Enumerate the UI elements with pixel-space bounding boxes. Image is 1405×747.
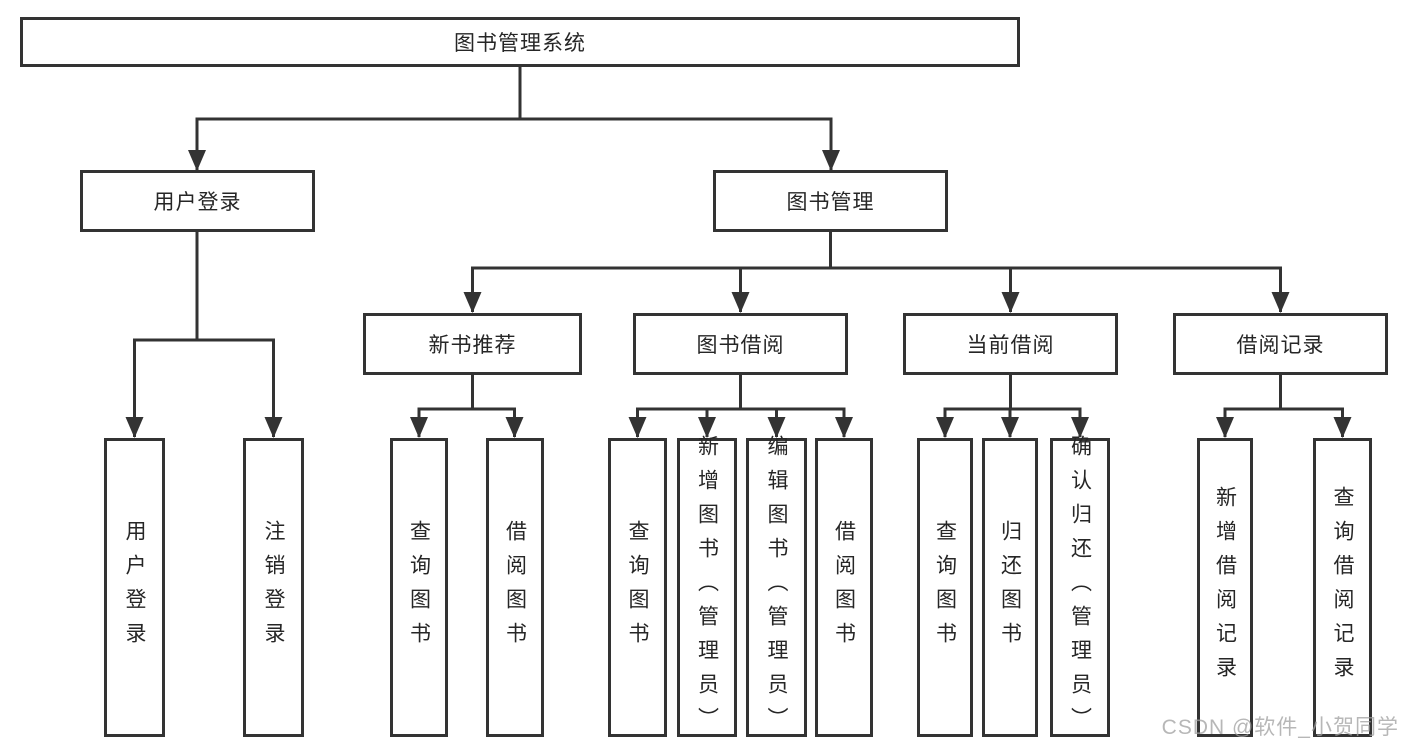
leaf-borrowing-edit-books-admin-label: 编辑图书（管理员） bbox=[765, 434, 788, 741]
leaf-newbook-query-books: 查询图书 bbox=[390, 438, 448, 737]
leaf-borrowing-borrow-books-label: 借阅图书 bbox=[832, 519, 856, 656]
node-borrowing-records-label: 借阅记录 bbox=[1236, 334, 1325, 357]
leaf-current-query-books-label: 查询图书 bbox=[933, 519, 957, 656]
node-book-management-label: 图书管理 bbox=[786, 191, 875, 214]
leaf-newbook-borrow-books-label: 借阅图书 bbox=[503, 519, 527, 656]
leaf-logout: 注销登录 bbox=[243, 438, 304, 737]
connector-paths bbox=[133, 67, 1344, 437]
leaf-current-return-books: 归还图书 bbox=[982, 438, 1038, 737]
leaf-logout-label: 注销登录 bbox=[262, 519, 285, 656]
watermark: CSDN @软件_小贺同学 bbox=[1161, 716, 1399, 739]
leaf-borrowing-query-books: 查询图书 bbox=[608, 438, 667, 737]
node-root: 图书管理系统 bbox=[20, 17, 1020, 67]
node-user-login-label: 用户登录 bbox=[153, 191, 242, 214]
leaf-newbook-query-books-label: 查询图书 bbox=[407, 519, 431, 656]
leaf-borrowing-edit-books-admin: 编辑图书（管理员） bbox=[746, 435, 807, 741]
leaf-records-query-record: 查询借阅记录 bbox=[1313, 438, 1372, 737]
leaf-current-confirm-return-admin: 确认归还（管理员） bbox=[1050, 435, 1110, 741]
leaf-records-add-record: 新增借阅记录 bbox=[1197, 438, 1253, 737]
leaf-records-query-record-label: 查询借阅记录 bbox=[1331, 485, 1354, 690]
leaf-records-add-record-label: 新增借阅记录 bbox=[1213, 485, 1237, 690]
node-user-login: 用户登录 bbox=[80, 170, 315, 232]
arrowhead-icons bbox=[125, 150, 1352, 438]
node-book-borrowing: 图书借阅 bbox=[633, 313, 848, 375]
node-new-book-recommend: 新书推荐 bbox=[363, 313, 582, 375]
leaf-borrowing-add-books-admin-label: 新增图书（管理员） bbox=[695, 434, 719, 741]
leaf-borrowing-add-books-admin: 新增图书（管理员） bbox=[677, 435, 737, 741]
node-borrowing-records: 借阅记录 bbox=[1173, 313, 1388, 375]
leaf-user-login: 用户登录 bbox=[104, 438, 165, 737]
leaf-newbook-borrow-books: 借阅图书 bbox=[486, 438, 544, 737]
node-book-borrowing-label: 图书借阅 bbox=[696, 334, 785, 357]
node-root-label: 图书管理系统 bbox=[454, 32, 586, 55]
leaf-current-confirm-return-admin-label: 确认归还（管理员） bbox=[1068, 434, 1092, 741]
leaf-user-login-label: 用户登录 bbox=[123, 519, 146, 656]
node-new-book-recommend-label: 新书推荐 bbox=[428, 334, 517, 357]
node-book-management: 图书管理 bbox=[713, 170, 948, 232]
node-current-borrowing: 当前借阅 bbox=[903, 313, 1118, 375]
leaf-current-return-books-label: 归还图书 bbox=[998, 519, 1022, 656]
node-current-borrowing-label: 当前借阅 bbox=[966, 334, 1055, 357]
leaf-borrowing-query-books-label: 查询图书 bbox=[626, 519, 649, 656]
leaf-current-query-books: 查询图书 bbox=[917, 438, 973, 737]
leaf-borrowing-borrow-books: 借阅图书 bbox=[815, 438, 873, 737]
